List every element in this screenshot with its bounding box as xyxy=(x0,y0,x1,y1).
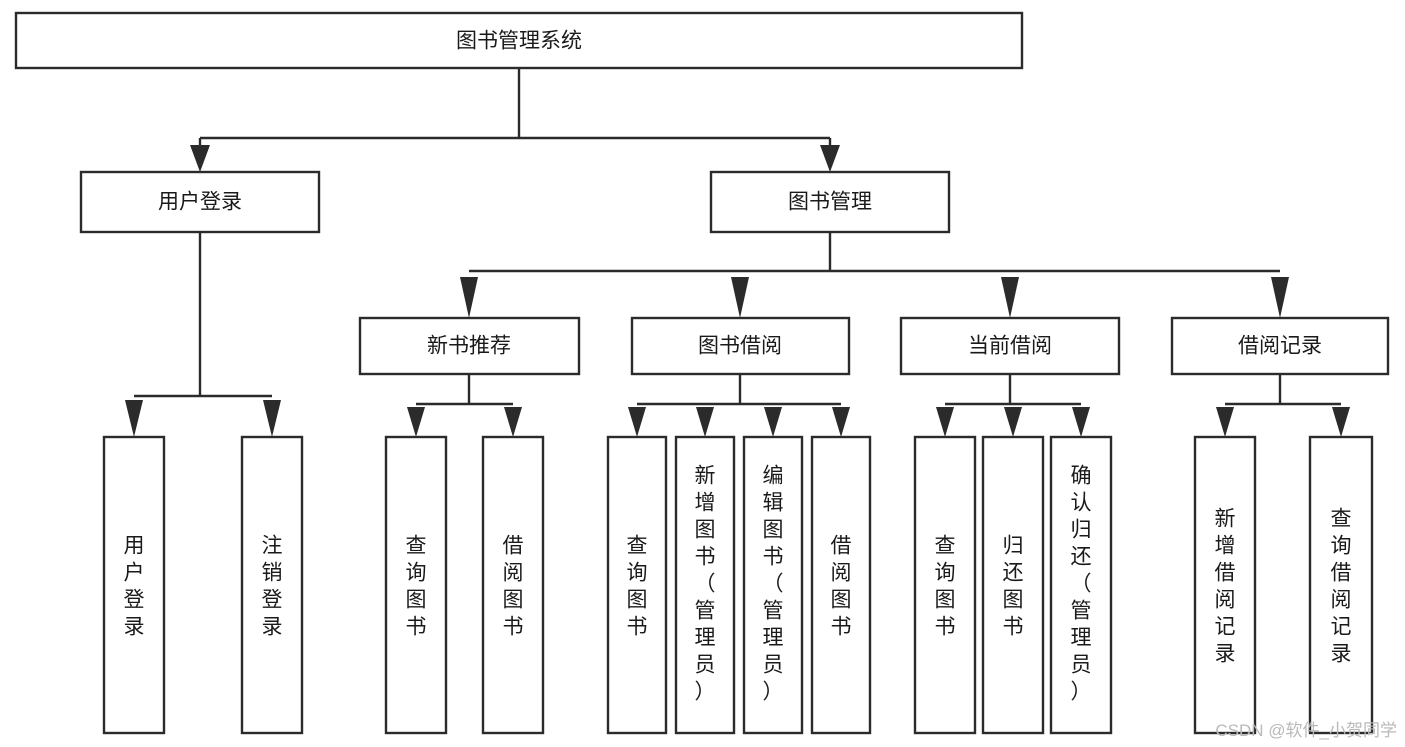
arrow-to-user-login xyxy=(190,145,210,172)
node-leaf-query-book-1-box[interactable] xyxy=(384,435,448,735)
csdn-watermark: CSDN @软件_小贺同学 xyxy=(1215,721,1397,740)
node-leaf-user-login-box[interactable] xyxy=(102,435,166,735)
node-book-manage-box[interactable] xyxy=(709,170,951,234)
node-current-borrow-label: 当前借阅 xyxy=(968,335,1052,358)
node-leaf-edit-book-box[interactable] xyxy=(742,435,804,735)
node-leaf-add-record[interactable]: 新增借阅记录 xyxy=(1193,435,1257,735)
arrow-to-leaf-query-book-3 xyxy=(936,407,954,437)
node-root[interactable]: 图书管理系统 xyxy=(14,11,1024,70)
node-leaf-query-book-3-label: 查询图书 xyxy=(935,535,956,639)
node-new-book-recommend[interactable]: 新书推荐 xyxy=(358,316,581,376)
node-leaf-user-logout-box[interactable] xyxy=(240,435,304,735)
node-leaf-confirm-return-box[interactable] xyxy=(1049,435,1113,735)
node-leaf-add-book-label: 新增图书（管理员） xyxy=(695,465,716,704)
arrow-to-leaf-return-book xyxy=(1004,407,1022,437)
node-book-borrow[interactable]: 图书借阅 xyxy=(630,316,851,376)
node-leaf-add-book-box[interactable] xyxy=(674,435,736,735)
node-leaf-confirm-return-label: 确认归还（管理员） xyxy=(1071,465,1092,704)
arrow-to-leaf-confirm-return xyxy=(1072,407,1090,437)
node-book-manage-label: 图书管理 xyxy=(788,191,872,214)
node-leaf-borrow-book-2-label: 借阅图书 xyxy=(831,535,852,639)
node-leaf-edit-book-label: 编辑图书（管理员） xyxy=(763,465,784,704)
node-leaf-query-book-2[interactable]: 查询图书 xyxy=(606,435,668,735)
node-new-book-recommend-label: 新书推荐 xyxy=(427,335,511,358)
node-leaf-edit-book[interactable]: 编辑图书（管理员） xyxy=(742,435,804,735)
node-leaf-user-login[interactable]: 用户登录 xyxy=(102,435,166,735)
arrow-to-current-borrow xyxy=(1001,277,1019,318)
node-leaf-borrow-book-1[interactable]: 借阅图书 xyxy=(481,435,545,735)
arrow-to-leaf-query-book-1 xyxy=(407,407,425,437)
arrow-to-new-book-recommend xyxy=(460,277,478,318)
arrow-to-leaf-edit-book xyxy=(764,407,782,437)
node-leaf-borrow-book-2[interactable]: 借阅图书 xyxy=(810,435,872,735)
arrow-to-leaf-add-book xyxy=(696,407,714,437)
node-leaf-query-book-3-box[interactable] xyxy=(913,435,977,735)
node-leaf-user-logout-label: 注销登录 xyxy=(262,535,283,639)
node-leaf-query-book-2-box[interactable] xyxy=(606,435,668,735)
node-leaf-query-book-2-label: 查询图书 xyxy=(627,535,648,639)
node-leaf-add-record-box[interactable] xyxy=(1193,435,1257,735)
node-leaf-borrow-book-1-box[interactable] xyxy=(481,435,545,735)
node-book-manage[interactable]: 图书管理 xyxy=(709,170,951,234)
arrow-to-leaf-query-book-2 xyxy=(628,407,646,437)
node-leaf-query-record-label: 查询借阅记录 xyxy=(1331,508,1352,666)
node-leaf-add-record-label: 新增借阅记录 xyxy=(1215,508,1236,666)
arrow-to-leaf-user-login xyxy=(125,400,143,437)
edge-layer xyxy=(125,68,1350,437)
leaf-node-layer: 用户登录 注销登录 查询图书 借阅图书 查询图书 新增图书（管理员） 编辑图书（管理员） 借阅… xyxy=(102,435,1374,735)
node-book-borrow-box[interactable] xyxy=(630,316,851,376)
node-leaf-borrow-book-1-label: 借阅图书 xyxy=(503,535,524,639)
node-leaf-return-book[interactable]: 归还图书 xyxy=(981,435,1045,735)
node-leaf-user-logout[interactable]: 注销登录 xyxy=(240,435,304,735)
node-leaf-return-book-label: 归还图书 xyxy=(1003,535,1024,639)
node-current-borrow-box[interactable] xyxy=(899,316,1121,376)
node-root-label: 图书管理系统 xyxy=(456,30,582,53)
arrow-to-leaf-query-record xyxy=(1332,407,1350,437)
node-borrow-record-label: 借阅记录 xyxy=(1238,335,1322,358)
arrow-to-leaf-add-record xyxy=(1216,407,1234,437)
node-borrow-record-box[interactable] xyxy=(1170,316,1390,376)
arrow-to-leaf-borrow-book-1 xyxy=(504,407,522,437)
node-current-borrow[interactable]: 当前借阅 xyxy=(899,316,1121,376)
node-leaf-query-record-box[interactable] xyxy=(1308,435,1374,735)
node-user-login-box[interactable] xyxy=(79,170,321,234)
node-borrow-record[interactable]: 借阅记录 xyxy=(1170,316,1390,376)
node-root-box[interactable] xyxy=(14,11,1024,70)
arrow-to-book-borrow xyxy=(731,277,749,318)
node-leaf-query-record[interactable]: 查询借阅记录 xyxy=(1308,435,1374,735)
node-new-book-recommend-box[interactable] xyxy=(358,316,581,376)
node-leaf-query-book-1[interactable]: 查询图书 xyxy=(384,435,448,735)
node-leaf-confirm-return[interactable]: 确认归还（管理员） xyxy=(1049,435,1113,735)
node-leaf-query-book-1-label: 查询图书 xyxy=(406,535,427,639)
node-leaf-query-book-3[interactable]: 查询图书 xyxy=(913,435,977,735)
node-leaf-add-book[interactable]: 新增图书（管理员） xyxy=(674,435,736,735)
node-user-login-label: 用户登录 xyxy=(158,191,242,214)
node-leaf-return-book-box[interactable] xyxy=(981,435,1045,735)
arrow-to-borrow-record xyxy=(1271,277,1289,318)
arrow-to-leaf-user-logout xyxy=(263,400,281,437)
node-leaf-user-login-label: 用户登录 xyxy=(124,535,145,639)
node-leaf-borrow-book-2-box[interactable] xyxy=(810,435,872,735)
arrow-to-book-manage xyxy=(820,145,840,172)
node-book-borrow-label: 图书借阅 xyxy=(698,335,782,358)
node-user-login[interactable]: 用户登录 xyxy=(79,170,321,234)
arrow-to-leaf-borrow-book-2 xyxy=(832,407,850,437)
